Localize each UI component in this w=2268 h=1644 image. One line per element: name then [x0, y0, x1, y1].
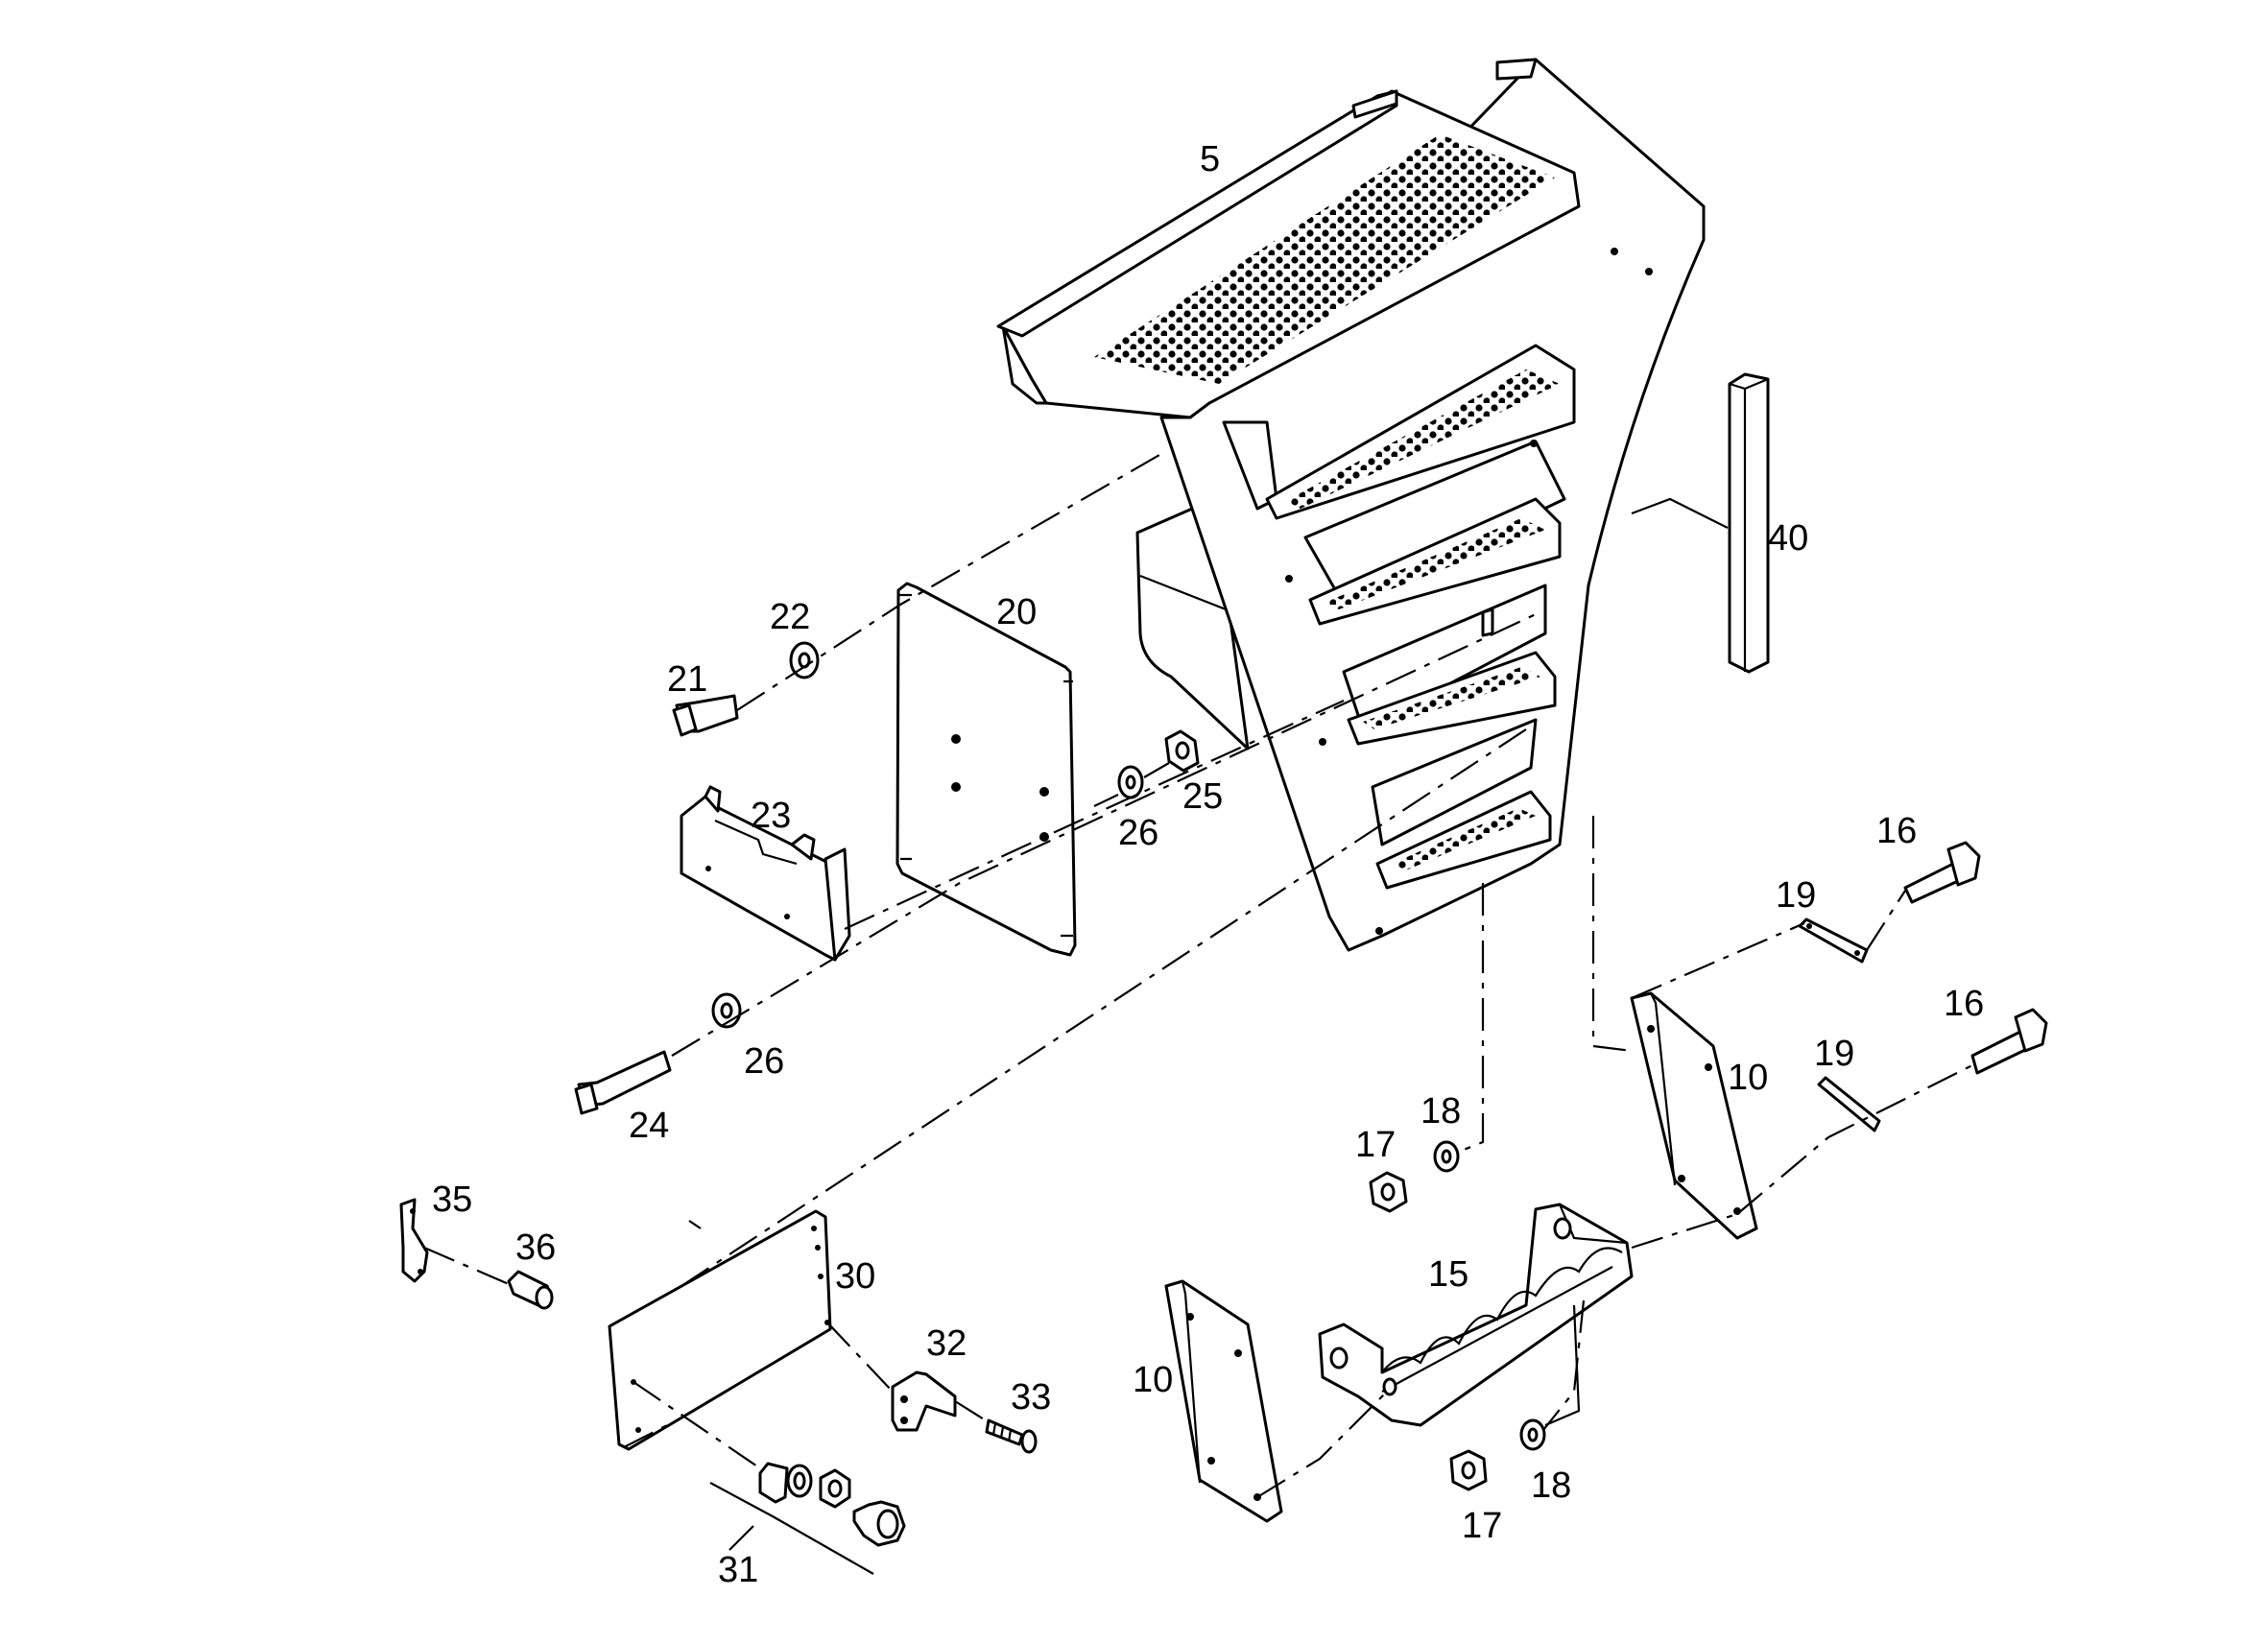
callout-5: 5 [1200, 139, 1220, 179]
callout-26-upper: 26 [1118, 813, 1158, 853]
plate-19-lower [1817, 1076, 1881, 1132]
callout-16-lower: 16 [1944, 984, 1984, 1024]
screw-33 [985, 1418, 1038, 1454]
plate-19-upper [1798, 917, 1869, 964]
callout-18-lower: 18 [1531, 1465, 1571, 1506]
clip-35 [399, 1198, 429, 1283]
pin-36 [507, 1270, 554, 1310]
step-ladder-assembly [996, 58, 1706, 952]
callout-26-lower: 26 [744, 1041, 784, 1082]
callout-30: 30 [835, 1256, 875, 1297]
callout-22: 22 [770, 597, 810, 637]
callout-31: 31 [718, 1550, 758, 1590]
callout-10-right: 10 [1728, 1058, 1768, 1098]
panel-30 [608, 1209, 832, 1451]
washer-18-upper [1433, 1140, 1460, 1173]
bolt-21 [672, 694, 739, 737]
callout-19-upper: 19 [1776, 875, 1816, 916]
callout-10-left: 10 [1133, 1360, 1173, 1400]
callout-17-upper: 17 [1355, 1125, 1396, 1165]
callout-21: 21 [667, 659, 707, 700]
nut-17-upper [1369, 1171, 1408, 1213]
bolt-24 [574, 1050, 672, 1115]
spacer-plate-10-left [1164, 1279, 1283, 1523]
nut-25 [1164, 729, 1200, 773]
callout-20: 20 [996, 592, 1037, 632]
nut-17-lower [1449, 1449, 1488, 1491]
bracket-23 [680, 785, 851, 962]
bottom-step-15 [1318, 1203, 1634, 1427]
callout-17-lower: 17 [1462, 1506, 1502, 1546]
callout-33: 33 [1011, 1377, 1051, 1418]
callout-15: 15 [1428, 1254, 1468, 1295]
callout-32: 32 [926, 1323, 967, 1364]
bolt-16-lower [1970, 1008, 2048, 1075]
callout-16-upper: 16 [1876, 811, 1917, 851]
assembly-lines [423, 450, 1973, 1498]
connector-kit-31 [758, 1462, 906, 1547]
mounting-plate-20 [895, 582, 1077, 957]
callout-18-upper: 18 [1420, 1091, 1461, 1132]
callout-40: 40 [1768, 518, 1808, 559]
bar-40 [1728, 372, 1770, 674]
bracket-32 [891, 1370, 957, 1432]
washer-18-lower [1519, 1418, 1546, 1451]
callout-19-lower: 19 [1814, 1034, 1854, 1074]
washer-22 [789, 641, 820, 679]
callout-24: 24 [629, 1106, 669, 1146]
washer-26-upper [1117, 765, 1144, 799]
bolt-16-upper [1903, 841, 1981, 904]
callout-35: 35 [432, 1179, 472, 1220]
callout-23: 23 [751, 796, 791, 836]
callout-25: 25 [1182, 776, 1223, 817]
callout-36: 36 [515, 1227, 556, 1268]
spacer-plate-10-right [1630, 991, 1758, 1240]
